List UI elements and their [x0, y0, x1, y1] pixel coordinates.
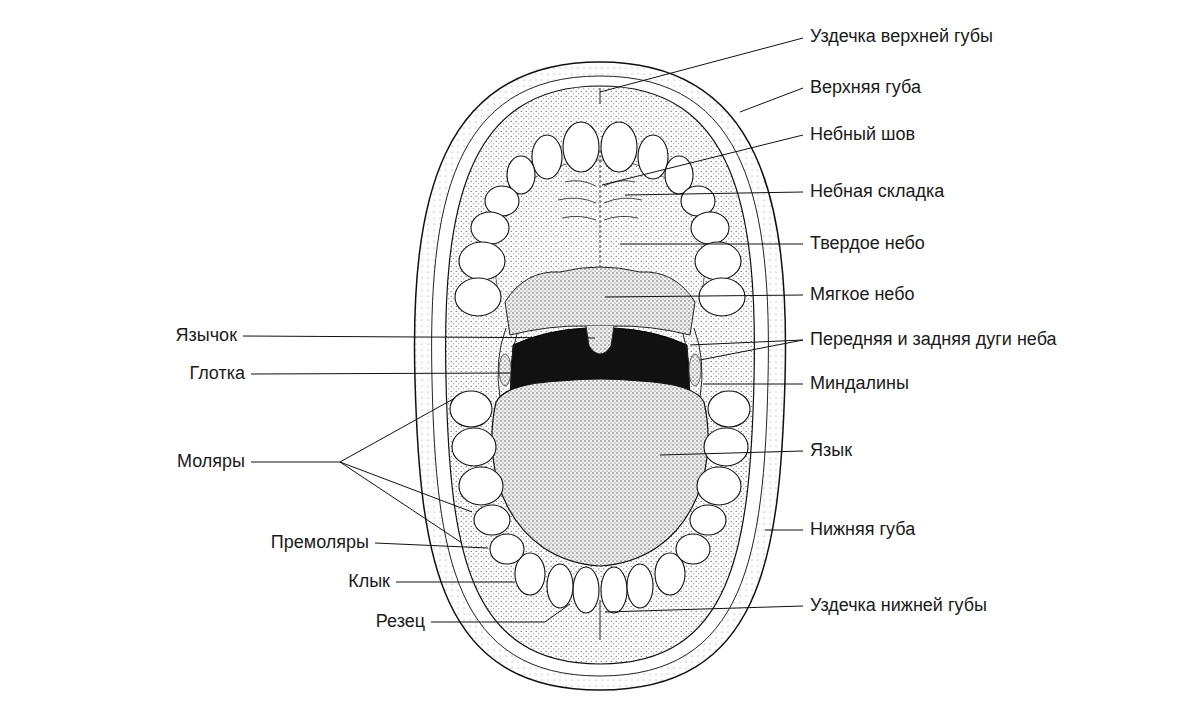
tooth [471, 212, 509, 244]
tooth [547, 564, 573, 608]
leader-line [605, 606, 803, 612]
leader-lines [243, 38, 803, 622]
tongue [492, 379, 708, 566]
leader-line [625, 192, 803, 195]
tooth [676, 534, 710, 564]
upper-frenulum [600, 88, 601, 104]
tooth [690, 505, 726, 535]
oral-cavity [446, 86, 755, 664]
tooth [563, 122, 599, 172]
leader-line [690, 340, 803, 360]
lower-teeth [450, 391, 750, 613]
tooth [450, 391, 492, 427]
lip-border [432, 76, 769, 676]
leader-line [703, 384, 803, 385]
lower-frenulum [600, 600, 601, 640]
palatal-raphe [600, 150, 601, 272]
leader-line [620, 244, 803, 245]
part-label: Клык [348, 570, 390, 592]
tooth [455, 278, 501, 316]
leader-line [602, 135, 803, 185]
tooth [490, 534, 524, 564]
tooth [601, 122, 637, 172]
tonsil [499, 354, 511, 386]
part-label: Миндалины [810, 372, 909, 394]
part-label: Премоляры [271, 531, 369, 553]
tooth [627, 564, 653, 608]
tooth [601, 567, 627, 613]
part-label: Уздечка верхней губы [810, 25, 993, 47]
lip-outline [414, 62, 785, 690]
tooth [691, 212, 729, 244]
part-label: Небный шов [810, 123, 915, 145]
leader-line [660, 451, 803, 455]
part-label: Мягкое небо [810, 283, 914, 305]
tooth [704, 428, 748, 466]
leader-line [396, 582, 515, 583]
uvula [586, 326, 614, 354]
part-label: Передняя и задняя дуги неба [810, 328, 1057, 350]
leader-line [375, 543, 488, 548]
tooth [695, 242, 741, 280]
leader-line [765, 530, 803, 531]
leader-line [431, 604, 570, 622]
leader-line [243, 336, 595, 338]
soft-palate [505, 267, 695, 335]
leader-line [600, 38, 803, 92]
tooth [459, 467, 503, 505]
part-label: Небная складка [810, 180, 944, 202]
leader-line [251, 373, 515, 374]
part-label: Язычок [176, 324, 237, 346]
tooth [532, 135, 562, 179]
part-label: Моляры [177, 450, 245, 472]
tooth [708, 391, 750, 427]
tooth [699, 278, 745, 316]
tooth [474, 505, 510, 535]
upper-teeth [455, 122, 745, 316]
tooth [452, 428, 496, 466]
part-label: Уздечка нижней губы [810, 594, 987, 616]
tooth [459, 242, 505, 280]
leader-line [740, 88, 803, 112]
part-label: Нижняя губа [810, 518, 915, 540]
palatal-folds [558, 181, 642, 220]
tooth [697, 467, 741, 505]
tonsil [689, 354, 701, 386]
part-label: Твердое небо [810, 232, 925, 254]
tooth [573, 567, 599, 613]
leader-line [605, 295, 803, 297]
part-label: Резец [376, 610, 425, 632]
leader-line [251, 398, 472, 543]
part-label: Язык [810, 439, 852, 461]
part-label: Верхняя губа [810, 76, 921, 98]
part-label: Глотка [189, 362, 245, 384]
